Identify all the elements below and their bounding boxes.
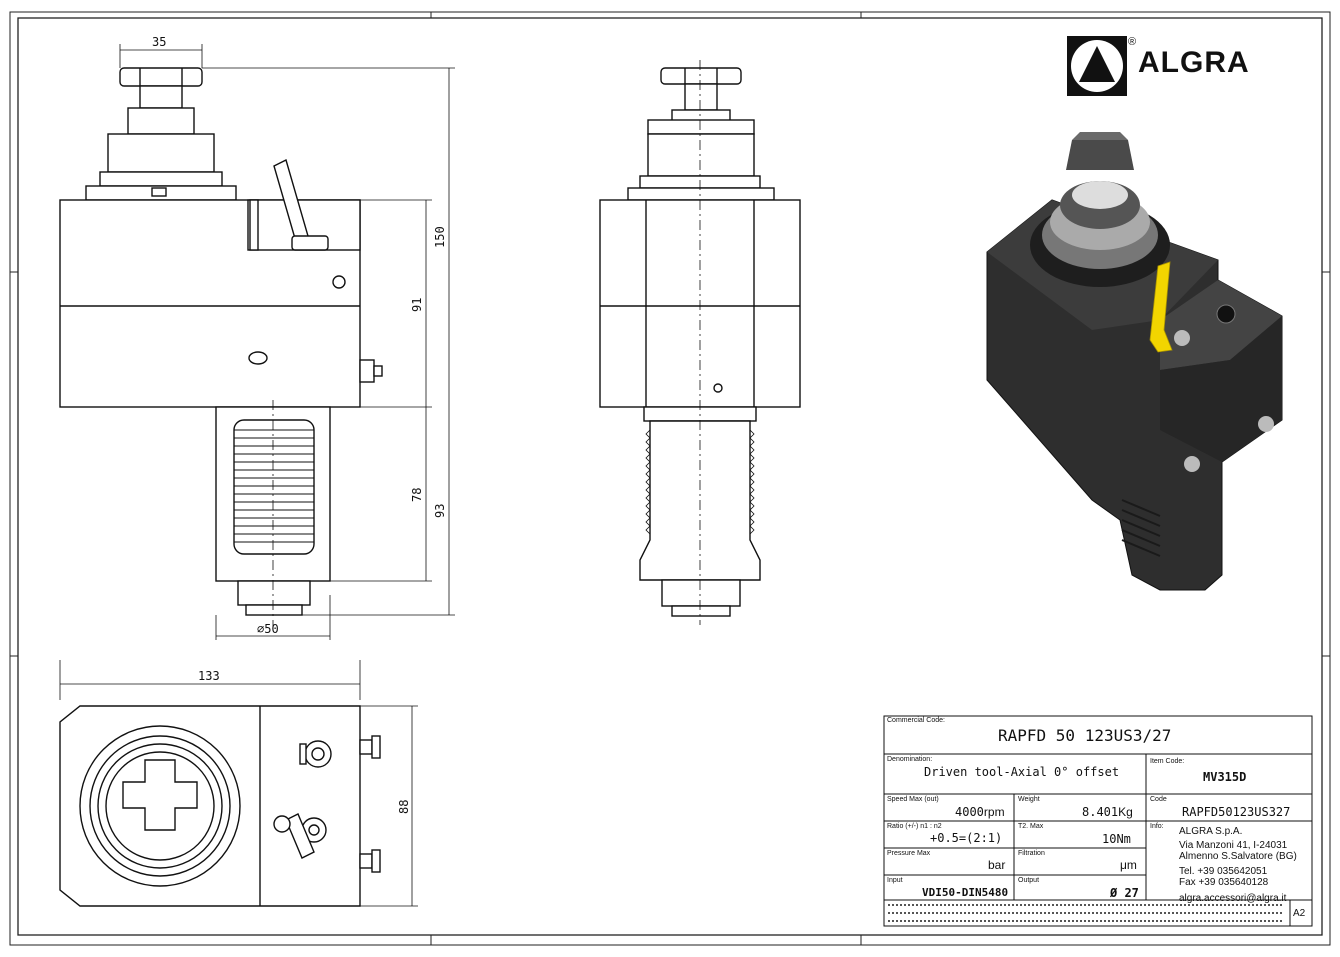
company-info: ALGRA S.p.A. Via Manzoni 41, I-24031 Alm…: [1179, 826, 1297, 904]
denomination-label: Denomination:: [887, 756, 933, 763]
torque-value: 10Nm: [1102, 832, 1131, 846]
front-view-dimensions: [59, 44, 455, 907]
brand-name: ALGRA: [1138, 46, 1250, 79]
fine-print-lines: [888, 904, 1284, 922]
outer-frame: [9, 11, 1331, 946]
weight-unit: Kg: [1118, 805, 1133, 819]
code-value: RAPFD50123US327: [1182, 805, 1291, 819]
speed-unit: rpm: [983, 805, 1005, 819]
algra-logo-mark: [1067, 36, 1127, 96]
pressure-label: Pressure Max: [887, 850, 931, 857]
speed-number: 4000: [955, 805, 984, 819]
denomination: Driven tool-Axial 0° offset: [924, 765, 1120, 779]
speed-label: Speed Max (out): [887, 796, 939, 803]
weight-number: 8.401: [1082, 805, 1119, 819]
registered-mark: ®: [1128, 36, 1137, 48]
torque-label: T2. Max: [1018, 823, 1044, 830]
weight-value: 8.401Kg: [1082, 805, 1133, 819]
output-value: Ø 27: [1110, 886, 1139, 900]
title-block-grid: [883, 715, 1313, 927]
commercial-code: RAPFD 50 123US3/27: [998, 726, 1172, 745]
commercial-code-label: Commercial Code:: [887, 717, 945, 724]
side-view-details: [645, 60, 755, 625]
speed-value: 4000rpm: [955, 805, 1005, 819]
dim-plan-depth: 88: [397, 800, 411, 814]
ratio-value: +0.5=(2:1): [930, 831, 1003, 845]
dim-overall-height: 150: [433, 226, 447, 248]
dim-shank-height: 78: [410, 488, 424, 502]
dim-body-height: 91: [410, 298, 424, 312]
item-code-label: Item Code:: [1150, 758, 1185, 765]
company-tel: Tel. +39 035642051: [1179, 865, 1268, 877]
sheet-size: A2: [1293, 908, 1306, 919]
item-code: MV315D: [1203, 770, 1247, 784]
inner-frame: [17, 17, 1323, 936]
front-view: [59, 67, 383, 616]
ratio-label: Ratio (+/-) n1 : n2: [887, 823, 942, 830]
dim-top-width: 35: [152, 35, 166, 49]
dim-lower-height: 93: [433, 504, 447, 518]
output-label: Output: [1018, 877, 1040, 884]
info-label: Info:: [1150, 823, 1164, 830]
plan-view: [59, 705, 381, 907]
input-value: VDI50-DIN5480: [922, 886, 1009, 899]
front-view-threads: [234, 400, 314, 630]
code-label: Code: [1150, 796, 1167, 803]
company-name: ALGRA S.p.A.: [1179, 826, 1243, 837]
company-email: algra.accessori@algra.it: [1179, 892, 1287, 904]
pressure-unit: bar: [988, 858, 1006, 872]
filtration-unit: μm: [1120, 858, 1137, 872]
weight-label: Weight: [1018, 796, 1040, 803]
isometric-render: [986, 132, 1283, 591]
filtration-label: Filtration: [1018, 850, 1045, 857]
company-address-line1: Via Manzoni 41, I-24031: [1179, 839, 1288, 851]
input-label: Input: [887, 877, 903, 884]
company-fax: Fax +39 035640128: [1179, 877, 1269, 888]
dim-diameter: ∅50: [257, 622, 279, 636]
company-address-line2: Almenno S.Salvatore (BG): [1179, 851, 1297, 862]
dim-plan-width: 133: [198, 669, 220, 683]
